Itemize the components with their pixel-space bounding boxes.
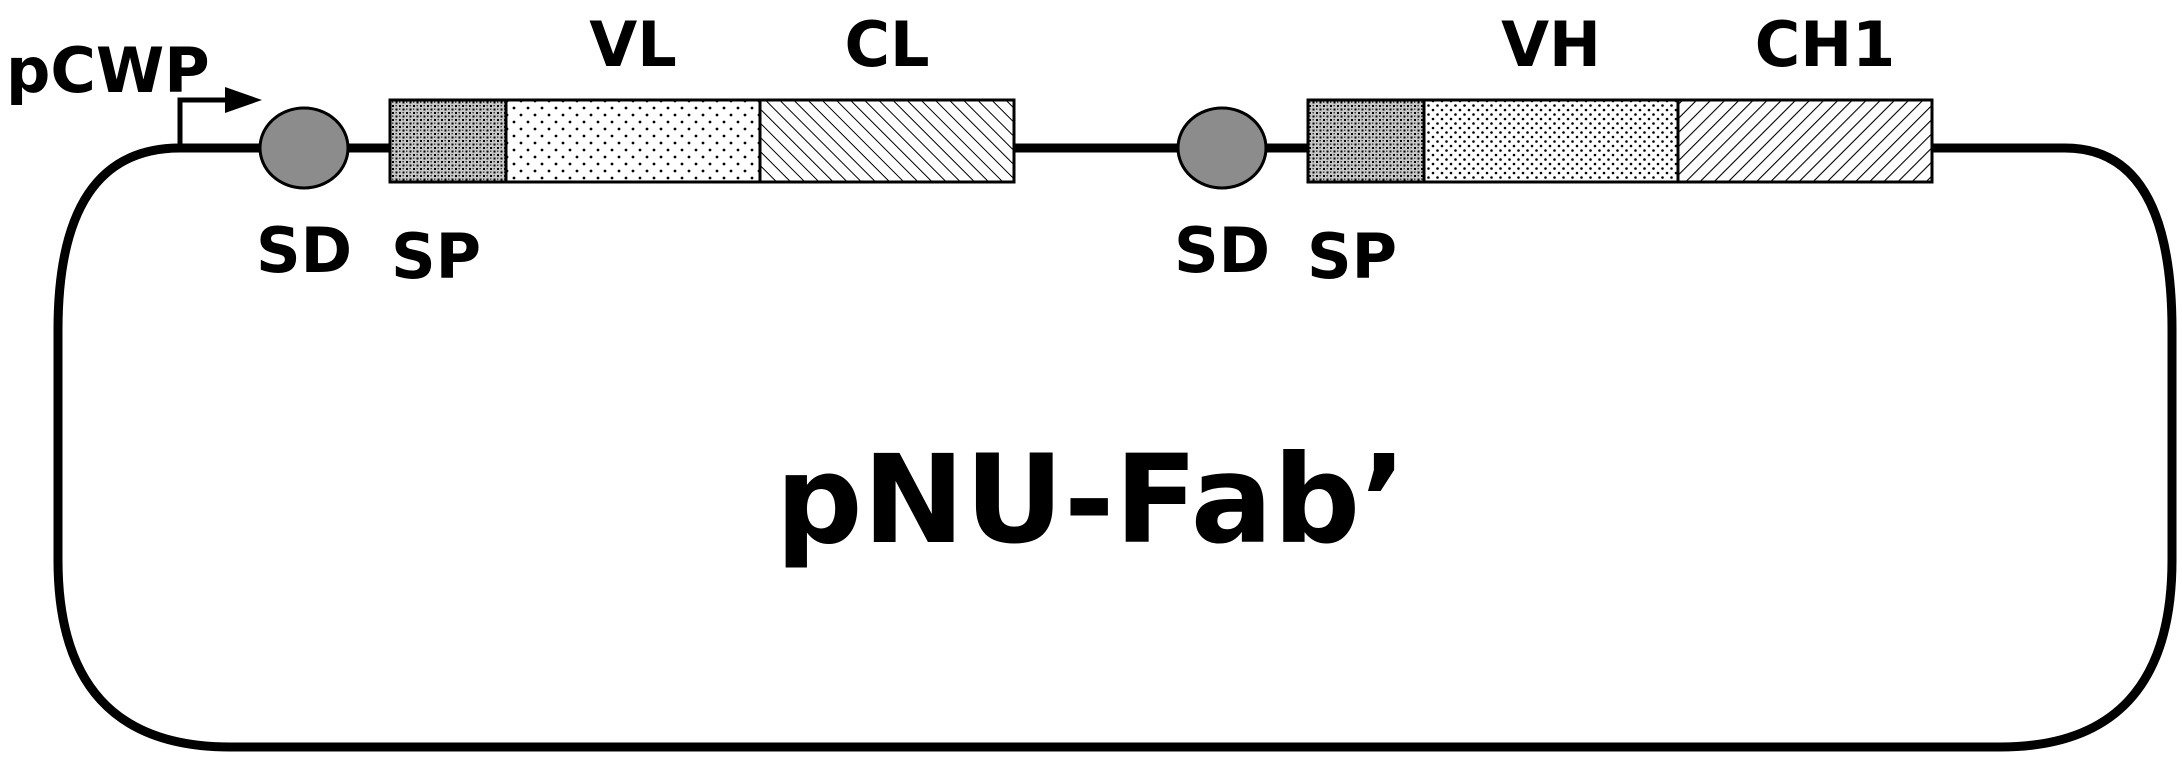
ch1-block <box>1676 98 1934 184</box>
sd-label-1: SD <box>256 214 352 287</box>
sp-block-2 <box>1306 98 1426 184</box>
sp-label-1: SP <box>391 220 481 293</box>
sd-site-2 <box>1176 106 1268 190</box>
sd-site-1 <box>258 106 350 190</box>
sp-block-1 <box>388 98 508 184</box>
promoter-label: pCWP <box>6 34 210 107</box>
vl-label: VL <box>589 8 677 81</box>
vh-block <box>1422 98 1680 184</box>
promoter-arrow <box>177 87 262 148</box>
cl-block <box>758 98 1016 184</box>
vh-label: VH <box>1501 8 1601 81</box>
plasmid-backbone <box>53 143 2177 752</box>
sp-label-2: SP <box>1307 220 1397 293</box>
sd-label-2: SD <box>1174 214 1270 287</box>
plasmid-name: pNU-Fab’ <box>775 429 1406 571</box>
cl-label: CL <box>844 8 929 81</box>
vl-block <box>504 98 762 184</box>
ch1-label: CH1 <box>1755 8 1896 81</box>
